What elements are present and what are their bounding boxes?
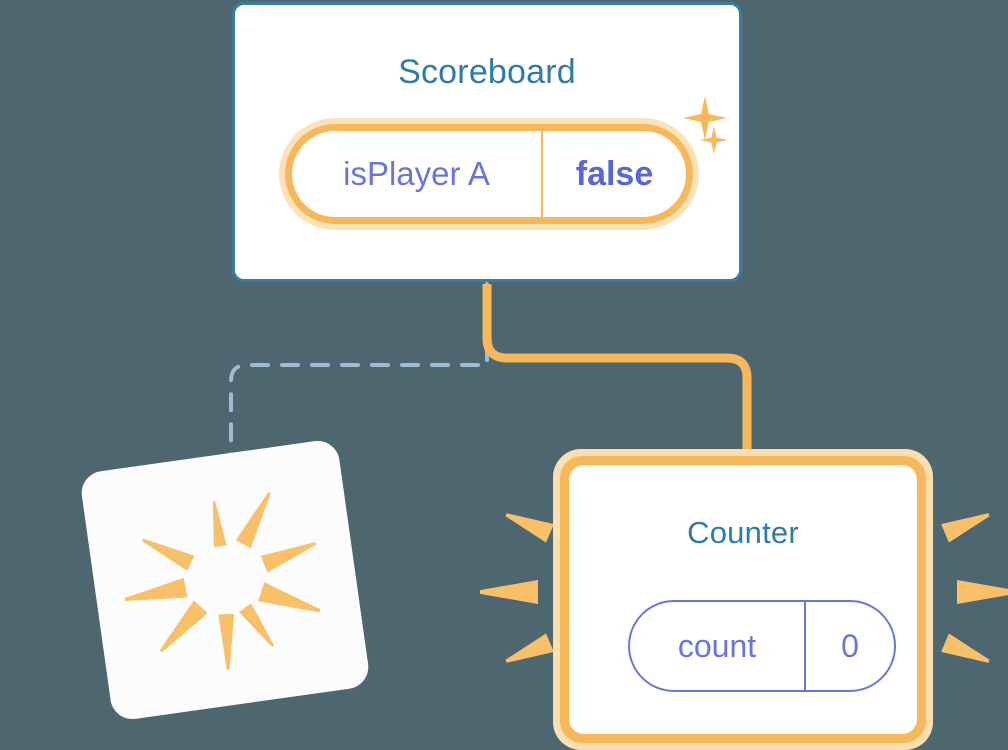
counter-card-ring: Counter count 0 xyxy=(560,456,926,743)
counter-prop-key: count xyxy=(677,627,757,664)
counter-pill-divider xyxy=(804,602,806,690)
scoreboard-card[interactable]: Scoreboard isPlayer A false xyxy=(232,2,742,282)
blank-card[interactable] xyxy=(78,438,372,722)
counter-prop-value: 0 xyxy=(841,627,859,664)
scoreboard-title: Scoreboard xyxy=(398,53,576,91)
scoreboard-pill-ring: isPlayer A false xyxy=(285,124,693,224)
burst-rays-right xyxy=(945,500,1008,690)
scoreboard-pill-face: isPlayer A false xyxy=(292,131,686,217)
scoreboard-prop-key: isPlayer A xyxy=(343,155,490,192)
burst-ray xyxy=(957,580,1008,604)
connector-scoreboard-to-counter xyxy=(482,284,752,470)
burst-ray xyxy=(941,633,993,670)
scoreboard-prop-value: false xyxy=(575,154,654,193)
counter-title: Counter xyxy=(687,515,799,550)
burst-ray xyxy=(502,633,554,670)
counter-prop-pill[interactable]: count 0 xyxy=(628,600,896,692)
burst-ray xyxy=(941,505,993,542)
burst-ray xyxy=(502,505,554,542)
burst-ray xyxy=(480,580,538,604)
counter-card-face: Counter count 0 xyxy=(569,465,917,734)
burst-rays-radial xyxy=(79,438,371,722)
scoreboard-pill-divider xyxy=(541,131,543,217)
burst-rays-left xyxy=(470,500,550,690)
scoreboard-prop-pill[interactable]: isPlayer A false xyxy=(279,118,699,230)
counter-card[interactable]: Counter count 0 xyxy=(553,449,933,750)
